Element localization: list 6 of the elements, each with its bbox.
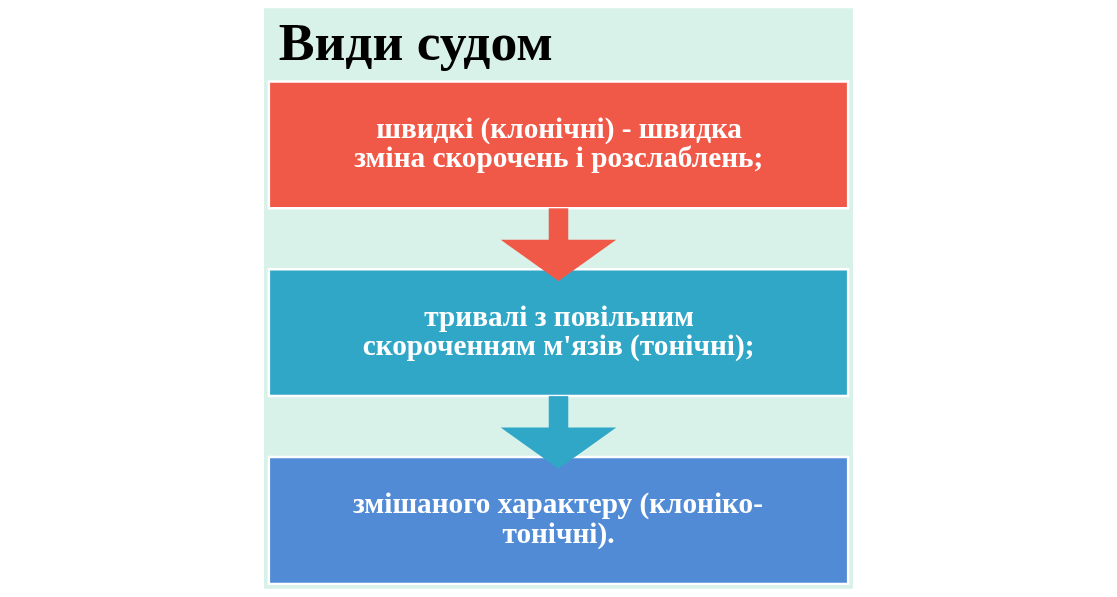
node-box: швидкі (клонічні) - швидка зміна скорочень і розслаблень; bbox=[267, 80, 850, 210]
node-box: змішаного характеру (клоніко-тонічні). bbox=[267, 455, 850, 586]
arrow bbox=[500, 396, 617, 469]
arrow bbox=[500, 208, 617, 282]
diagram-title: Види судом bbox=[278, 11, 553, 72]
node-box: тривалі з повільним скороченням м'язів (тонічні); bbox=[267, 268, 850, 398]
